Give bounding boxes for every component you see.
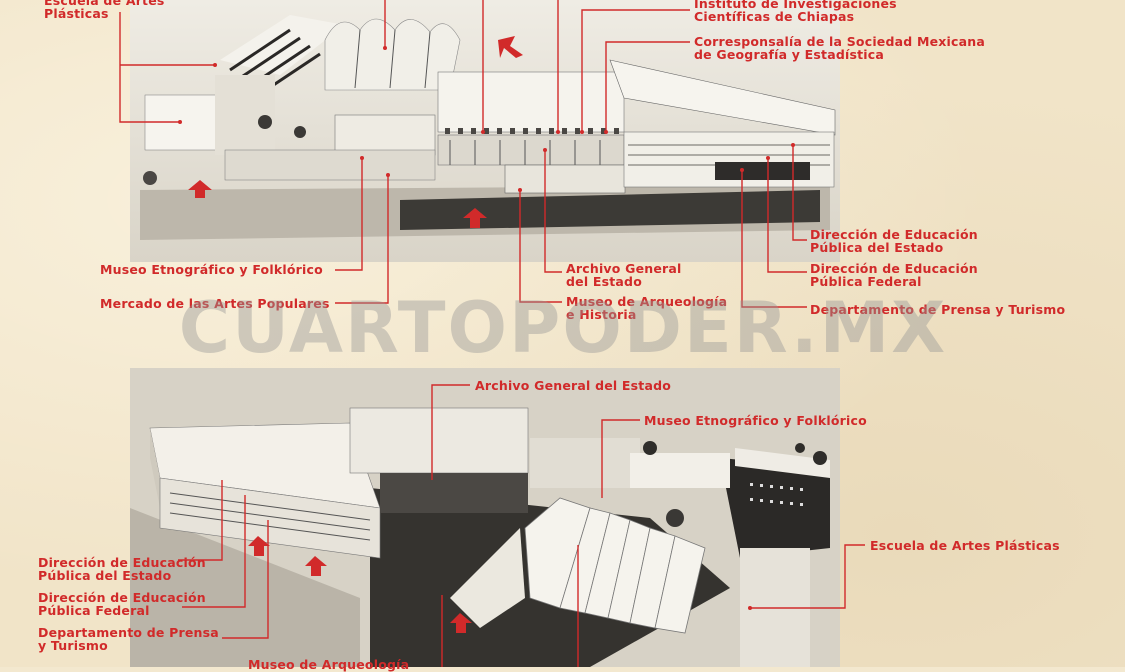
label-museo-arqueologia-top: Museo de Arqueología e Historia — [566, 294, 728, 322]
label-museo-etnografico-bottom: Museo Etnográfico y Folklórico — [644, 413, 867, 428]
label-escuela-artes-plasticas-top: Escuela de Artes Plásticas — [44, 0, 165, 21]
label-museo-etnografico-top: Museo Etnográfico y Folklórico — [100, 262, 323, 277]
label-departamento-prensa-bottom: Departamento de Prensa y Turismo — [38, 625, 219, 653]
label-departamento-prensa-top: Departamento de Prensa y Turismo — [810, 302, 1066, 317]
label-direccion-educacion-estado-top: Dirección de Educación Pública del Estad… — [810, 227, 978, 255]
bottom-model-photo — [130, 368, 840, 667]
label-museo-arqueologia-bottom: Museo de Arqueología — [248, 657, 410, 672]
label-archivo-general-top: Archivo General del Estado — [566, 261, 682, 289]
label-direccion-educacion-federal-top: Dirección de Educación Pública Federal — [810, 261, 978, 289]
label-instituto-investigaciones: Instituto de Investigaciones Científicas… — [694, 0, 897, 24]
label-corresponsalia-sociedad: Corresponsalía de la Sociedad Mexicana d… — [694, 34, 986, 62]
label-archivo-general-bottom: Archivo General del Estado — [475, 378, 672, 393]
label-direccion-educacion-federal-bottom: Dirección de Educación Pública Federal — [38, 590, 206, 618]
label-direccion-educacion-estado-bottom: Dirección de Educación Pública del Estad… — [38, 555, 206, 583]
top-model-photo — [130, 0, 840, 262]
label-escuela-artes-plasticas-bottom: Escuela de Artes Plásticas — [870, 538, 1060, 553]
watermark: CUARTOPODER.MX — [178, 287, 948, 369]
label-mercado-artes-populares: Mercado de las Artes Populares — [100, 296, 330, 311]
